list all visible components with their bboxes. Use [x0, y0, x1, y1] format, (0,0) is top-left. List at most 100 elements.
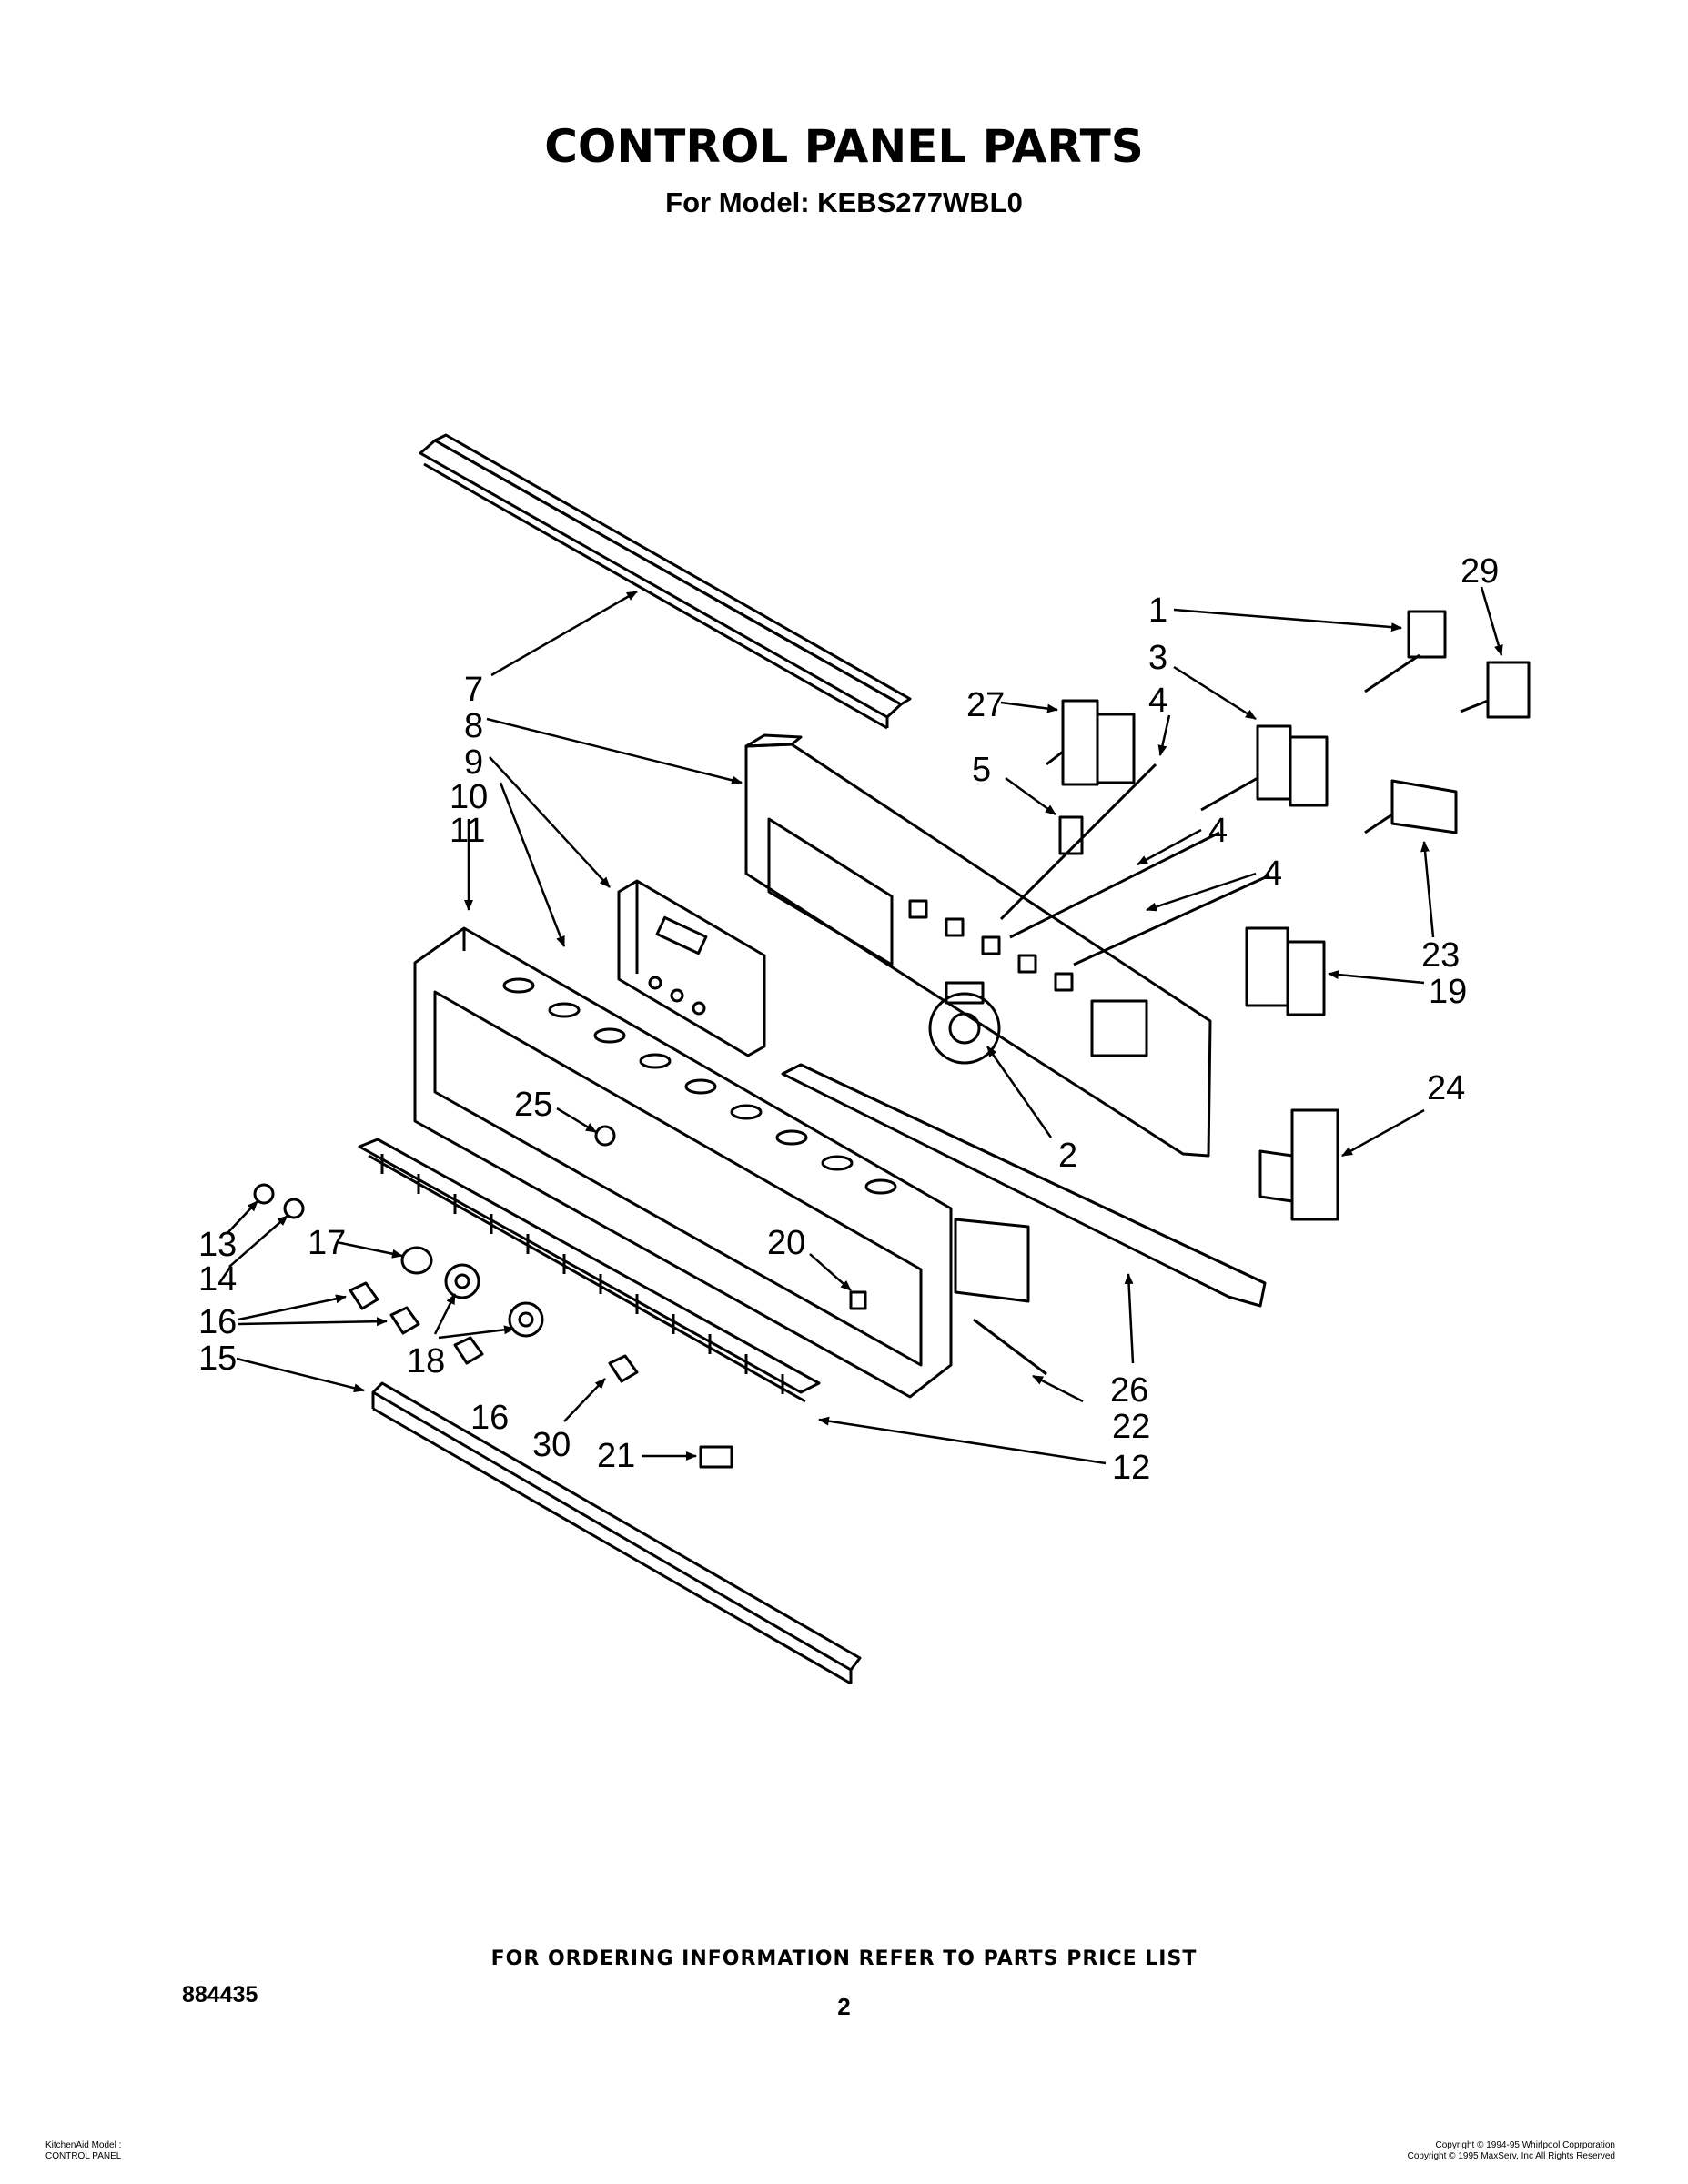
part-16-knob-b	[389, 1306, 420, 1335]
callout-16b: 16	[470, 1399, 509, 1437]
callout-5: 5	[972, 751, 991, 789]
part-3-switch	[1200, 724, 1329, 812]
leader-25	[556, 1107, 597, 1134]
leader-5	[1005, 776, 1056, 816]
footer-right: Copyright © 1994-95 Whirlpool Coprporati…	[1408, 2140, 1615, 2162]
part-13-screw	[253, 1183, 275, 1205]
part-9-clock-module	[617, 879, 766, 1057]
part-1-switch	[1364, 610, 1447, 693]
callout-23: 23	[1421, 936, 1460, 975]
part-30-knob	[608, 1354, 639, 1383]
leader-13	[227, 1200, 258, 1234]
leader-4b	[1137, 828, 1202, 866]
callout-10: 10	[450, 778, 488, 816]
leader-10	[499, 782, 566, 947]
leader-16a	[238, 1294, 347, 1321]
part-4-wire-harness	[999, 763, 1270, 966]
leader-1	[1173, 608, 1402, 632]
callout-8: 8	[464, 707, 483, 745]
leader-14	[228, 1215, 288, 1268]
leader-30	[563, 1378, 606, 1422]
callout-16a: 16	[198, 1303, 237, 1341]
page-title: CONTROL PANEL PARTS	[544, 120, 1144, 173]
part-18-dial-a	[444, 1263, 480, 1299]
callout-21: 21	[597, 1437, 635, 1475]
document-number: 884435	[182, 1982, 258, 2007]
leader-12	[818, 1416, 1107, 1465]
part-14-screw	[283, 1198, 305, 1219]
leader-8	[486, 717, 743, 785]
part-26-lower-rail	[781, 1063, 1267, 1308]
part-27-switch	[1046, 699, 1136, 786]
callout-27: 27	[966, 686, 1005, 724]
part-7-top-trim	[419, 433, 912, 730]
callout-7: 7	[464, 671, 483, 709]
callout-19: 19	[1429, 973, 1467, 1011]
callout-25: 25	[514, 1086, 552, 1124]
callout-11: 11	[450, 812, 485, 850]
part-16-knob-c	[453, 1336, 484, 1365]
callout-4b: 4	[1208, 812, 1228, 850]
callout-3: 3	[1148, 639, 1167, 677]
part-17-disc	[400, 1246, 433, 1275]
part-16-knob-a	[349, 1281, 379, 1310]
part-22-glass-trim	[954, 1218, 1047, 1376]
leader-24	[1341, 1108, 1425, 1158]
leader-16b	[238, 1317, 388, 1327]
callout-4a: 4	[1148, 682, 1167, 720]
part-18-dial-b	[508, 1301, 544, 1338]
callout-30: 30	[532, 1426, 571, 1464]
part-11-panel-housing	[413, 926, 953, 1399]
callout-12: 12	[1112, 1449, 1150, 1487]
callout-13: 13	[198, 1226, 237, 1264]
leader-4c	[1146, 872, 1257, 912]
leader-20	[809, 1253, 852, 1291]
model-subtitle: For Model: KEBS277WBL0	[665, 187, 1023, 218]
ordering-note: FOR ORDERING INFORMATION REFER TO PARTS …	[490, 1947, 1198, 1970]
callout-2: 2	[1058, 1137, 1077, 1175]
callout-4c: 4	[1263, 854, 1282, 893]
leader-18b	[438, 1325, 515, 1340]
leader-3	[1173, 665, 1257, 721]
callout-26: 26	[1110, 1371, 1148, 1410]
leader-9	[489, 756, 611, 888]
part-8-control-bracket	[744, 733, 1212, 1158]
callout-17: 17	[308, 1224, 346, 1262]
leader-7	[490, 590, 638, 677]
copyright-line-1: Copyright © 1994-95 Whirlpool Coprporati…	[1435, 2140, 1615, 2150]
leader-26	[1124, 1273, 1135, 1364]
part-12-vent-grille	[358, 1138, 821, 1403]
footer-left-section: CONTROL PANEL	[45, 2151, 122, 2161]
leader-27	[1000, 701, 1058, 713]
leader-23	[1420, 841, 1435, 938]
callout-14: 14	[198, 1260, 237, 1299]
leader-2	[986, 1046, 1053, 1138]
part-24-bracket	[1258, 1108, 1339, 1221]
callout-24: 24	[1427, 1069, 1465, 1107]
part-23-switch	[1364, 779, 1458, 834]
page-number: 2	[837, 1993, 851, 2020]
leader-4a	[1157, 714, 1171, 756]
callout-22: 22	[1112, 1408, 1150, 1446]
leader-22	[1032, 1374, 1084, 1403]
part-2-rotary-switch	[928, 981, 1001, 1065]
footer-left-model: KitchenAid Model :	[45, 2140, 122, 2150]
callout-15: 15	[198, 1340, 237, 1378]
callout-29: 29	[1461, 552, 1499, 591]
copyright-line-2: Copyright © 1995 MaxServ, Inc All Rights…	[1407, 2151, 1615, 2161]
callout-18: 18	[407, 1342, 445, 1380]
part-15-bottom-trim	[371, 1381, 862, 1685]
part-5-connector	[1058, 815, 1084, 855]
footer-left: KitchenAid Model : CONTROL PANEL	[45, 2140, 121, 2162]
part-29-switch	[1460, 661, 1531, 719]
part-21-clip	[699, 1445, 733, 1469]
leader-15	[236, 1357, 365, 1393]
part-19-relay	[1245, 926, 1326, 1016]
part-20-clip	[849, 1290, 867, 1310]
callout-20: 20	[767, 1224, 805, 1262]
callout-1: 1	[1148, 592, 1167, 630]
leader-17	[336, 1240, 403, 1259]
leader-18a	[433, 1293, 457, 1335]
leader-29	[1480, 586, 1503, 656]
